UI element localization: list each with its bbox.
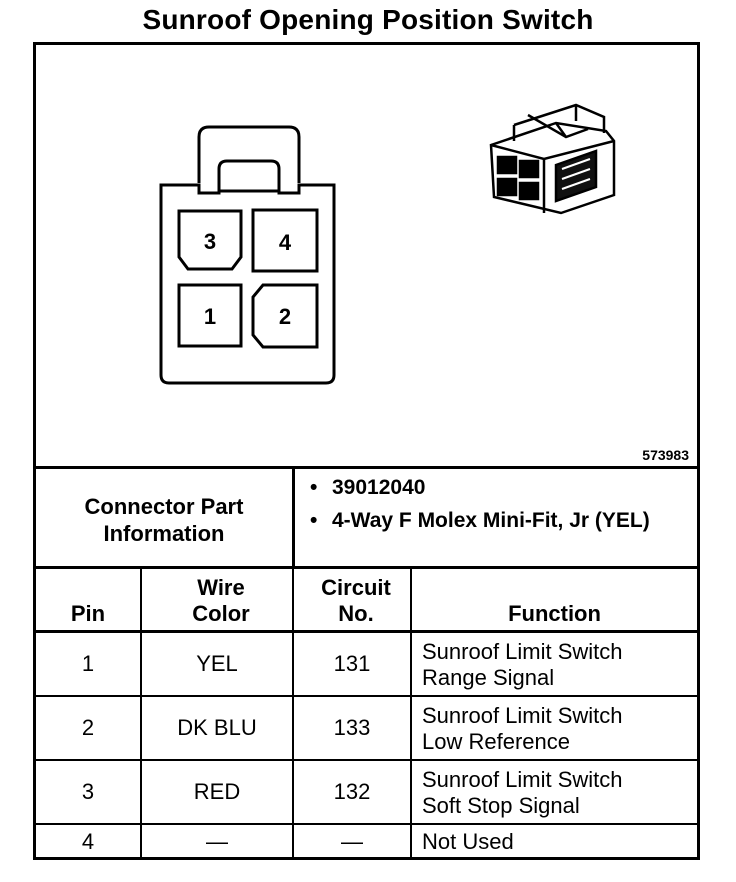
table-row-2-wire-color: DK BLU xyxy=(177,715,257,740)
table-row-2-pin: 2 xyxy=(81,715,95,740)
table-row-1-wire-color: YEL xyxy=(196,651,238,676)
pin-label-4: 4 xyxy=(279,230,292,255)
figure-id: 573983 xyxy=(642,447,689,463)
connector-part-list: 39012040 4-Way F Molex Mini-Fit, Jr (YEL… xyxy=(298,475,688,541)
header-wire-color: Wire Color xyxy=(192,575,250,626)
connector-part-number: 39012040 xyxy=(298,475,688,500)
table-row-2-circuit: 133 xyxy=(333,715,371,740)
pin-label-3: 3 xyxy=(204,229,216,254)
divider xyxy=(36,466,697,469)
table-row-3-pin: 3 xyxy=(81,779,95,804)
header-pin: Pin xyxy=(70,601,106,626)
divider xyxy=(36,695,697,697)
pin-label-2: 2 xyxy=(279,304,291,329)
connector-3d-illustration xyxy=(489,103,616,215)
pin-label-1: 1 xyxy=(204,304,216,329)
table-row-4-pin: 4 xyxy=(81,828,95,854)
page-title: Sunroof Opening Position Switch xyxy=(142,4,594,35)
divider xyxy=(36,630,697,633)
connector-face-diagram: 3 4 1 2 xyxy=(159,103,616,385)
header-function: Function xyxy=(508,601,601,626)
table-row-3-wire-color: RED xyxy=(193,779,241,804)
connector-figure: 3 4 1 2 573983 xyxy=(36,45,697,469)
divider xyxy=(36,566,697,569)
table-row-4-function: Not Used xyxy=(422,829,514,854)
divider xyxy=(292,569,294,857)
divider xyxy=(36,759,697,761)
table-row-1-circuit: 131 xyxy=(333,651,371,676)
connector-table: 3 4 1 2 573983 xyxy=(33,42,700,860)
divider xyxy=(140,569,142,857)
header-circuit: Circuit No. xyxy=(321,575,391,626)
table-row-3-circuit: 132 xyxy=(333,779,371,804)
table-row-3-function: Sunroof Limit Switch Soft Stop Signal xyxy=(422,767,623,818)
table-row-4-circuit: — xyxy=(341,828,363,854)
table-row-2-function: Sunroof Limit Switch Low Reference xyxy=(422,703,623,754)
divider xyxy=(36,823,697,825)
connector-part-description: 4-Way F Molex Mini-Fit, Jr (YEL) xyxy=(298,508,688,533)
table-row-4-wire-color: — xyxy=(206,828,228,854)
table-row-1-function: Sunroof Limit Switch Range Signal xyxy=(422,639,623,690)
divider xyxy=(410,569,412,857)
divider xyxy=(292,469,295,569)
connector-part-label: Connector Part Information xyxy=(84,494,244,546)
table-row-1-pin: 1 xyxy=(81,651,95,676)
